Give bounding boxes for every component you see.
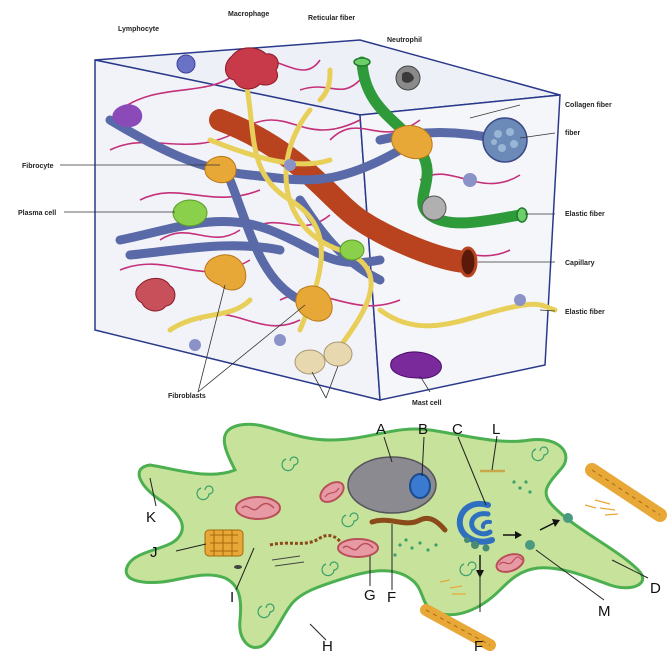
golgi-vesicle-3 [464, 537, 470, 543]
label-collagen-fiber: Collagen fiber [565, 102, 612, 109]
label-j: J [150, 544, 158, 561]
label-lymphocyte: Lymphocyte [118, 26, 159, 33]
capillary-opening [460, 248, 476, 276]
label-k: K [146, 509, 156, 526]
label-fibrocyte: Fibrocyte [22, 163, 54, 170]
label-mast-cell: Mast cell [412, 400, 442, 407]
label-i: I [230, 589, 234, 606]
label-fibroblasts: Fibroblasts [168, 393, 206, 400]
label-neutrophil: Neutrophil [387, 37, 422, 44]
label-macrophage: Macrophage [228, 11, 269, 18]
golgi-vesicle-1 [471, 541, 479, 549]
label-plasma-cell: Plasma cell [18, 210, 56, 217]
nucleolus [410, 474, 430, 498]
small-vesicle-left [234, 565, 242, 569]
plasma-cell-small [340, 240, 364, 260]
label-l: L [492, 421, 500, 438]
fibroblast-cell-diagram [126, 424, 660, 647]
label-m: M [598, 603, 611, 620]
grey-cell-mid [422, 196, 446, 220]
label-a: A [376, 421, 386, 438]
collagen-fiber-cluster [483, 118, 527, 162]
label-elastic-fiber-green: Elastic fiber [565, 211, 605, 218]
blue-cell-small-4 [189, 339, 201, 351]
blue-cell-small-1 [284, 159, 296, 171]
label-fiber: fiber [565, 130, 580, 137]
secretory-vesicle-m [525, 540, 535, 550]
label-b: B [418, 421, 428, 438]
label-f1: F [387, 589, 396, 606]
golgi-vesicle-2 [483, 545, 490, 552]
connective-tissue-block [95, 40, 560, 400]
secretory-vesicle-d [563, 513, 573, 523]
label-capillary: Capillary [565, 260, 595, 267]
label-f2: F [474, 638, 483, 652]
plasma-cell [173, 200, 207, 226]
fibril-dashes-right [585, 500, 618, 515]
blue-cell-small-3 [514, 294, 526, 306]
label-d: D [650, 580, 661, 597]
elastic-fiber-green-end [517, 208, 527, 222]
lymphocyte [177, 55, 195, 73]
label-elastic-fiber: Elastic fiber [565, 309, 605, 316]
label-c: C [452, 421, 463, 438]
collagen-bundle-j [205, 530, 243, 556]
blue-cell-small-2 [463, 173, 477, 187]
label-reticular-fiber: Reticular fiber [308, 15, 355, 22]
fibroblast-bulb-2 [324, 342, 352, 366]
fibroblast-bulb-1 [295, 350, 325, 374]
blue-cell-small-5 [274, 334, 286, 346]
elastic-fiber-green-top [354, 58, 370, 66]
label-h: H [322, 638, 333, 652]
label-g: G [364, 587, 376, 604]
